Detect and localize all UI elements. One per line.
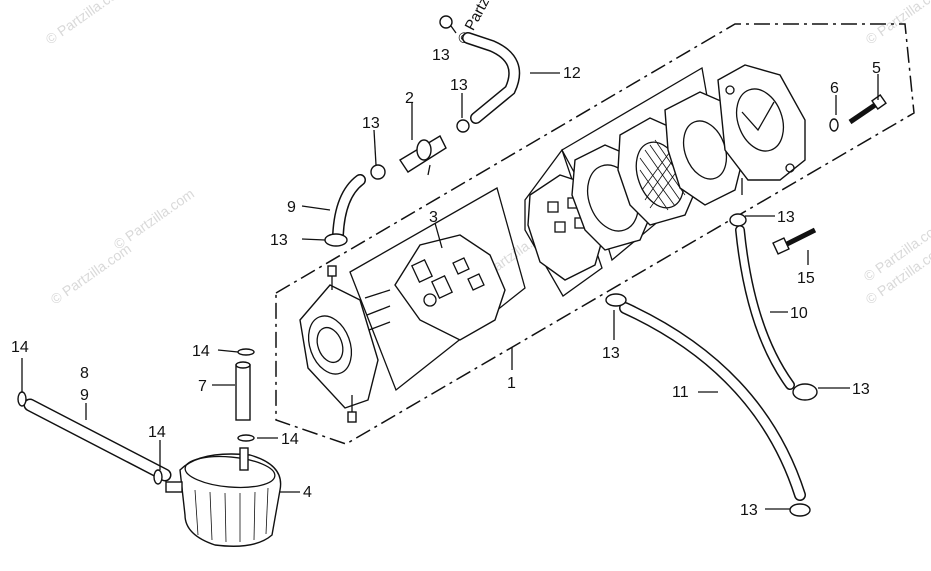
- bolt-15: [772, 227, 817, 255]
- clip-14: [237, 348, 255, 356]
- pump-body: [299, 265, 391, 423]
- clamp-13: [792, 383, 818, 401]
- pipe-7: [235, 361, 251, 421]
- clamp-13: [605, 293, 627, 307]
- callout-9: 9: [80, 387, 89, 404]
- callout-3: 3: [429, 209, 438, 226]
- gasket-frame-1: [349, 187, 526, 392]
- watermark: © Partzilla.com: [43, 0, 129, 47]
- clip-14: [237, 434, 255, 442]
- callout-9: 9: [287, 199, 296, 216]
- callout-14: 14: [281, 431, 299, 448]
- gasket-3: [394, 234, 506, 341]
- callout-13: 13: [740, 502, 758, 519]
- callout-13: 13: [450, 77, 468, 94]
- leader-lines: [21, 25, 879, 510]
- callout-13: 13: [270, 232, 288, 249]
- clamp-13: [439, 15, 453, 29]
- callout-12: 12: [563, 65, 581, 82]
- callout-8: 8: [80, 365, 89, 382]
- callout-13: 13: [602, 345, 620, 362]
- hose-11: [619, 302, 806, 501]
- assembly-boundary: [275, 23, 915, 445]
- callout-13: 13: [852, 381, 870, 398]
- fuel-filter-4: [165, 447, 282, 547]
- clamp-13: [729, 213, 747, 227]
- clip-14: [17, 391, 27, 407]
- pump-cover: [717, 64, 806, 195]
- callout-6: 6: [830, 80, 839, 97]
- callout-5: 5: [872, 60, 881, 77]
- clamp-13: [370, 164, 386, 180]
- watermark: © Partzilla.com: [111, 185, 197, 252]
- hose-10: [735, 225, 795, 390]
- callout-4: 4: [303, 484, 312, 501]
- callout-10: 10: [790, 305, 808, 322]
- clamp-13: [789, 503, 811, 517]
- callout-14: 14: [148, 424, 166, 441]
- callout-13: 13: [777, 209, 795, 226]
- screw-5: [848, 94, 887, 125]
- hose-8-9: [23, 398, 172, 482]
- callout-11: 11: [672, 384, 689, 401]
- callout-14: 14: [11, 339, 29, 356]
- gasket-frame-2: [524, 148, 603, 297]
- fitting-2: [399, 135, 447, 176]
- clamp-13: [324, 233, 348, 247]
- callout-13: 13: [362, 115, 380, 132]
- callout-14: 14: [192, 343, 210, 360]
- callout-15: 15: [797, 270, 815, 287]
- washer-6: [829, 118, 839, 132]
- clip-14: [153, 469, 163, 485]
- callout-labels: 1 2 3 4 5 6 7 8 9 9 10 11 12 13 13 13 13…: [11, 47, 881, 519]
- callout-7: 7: [198, 378, 207, 395]
- clamp-13: [456, 119, 470, 133]
- callout-1: 1: [507, 375, 516, 392]
- callout-13: 13: [432, 47, 450, 64]
- callout-2: 2: [405, 90, 414, 107]
